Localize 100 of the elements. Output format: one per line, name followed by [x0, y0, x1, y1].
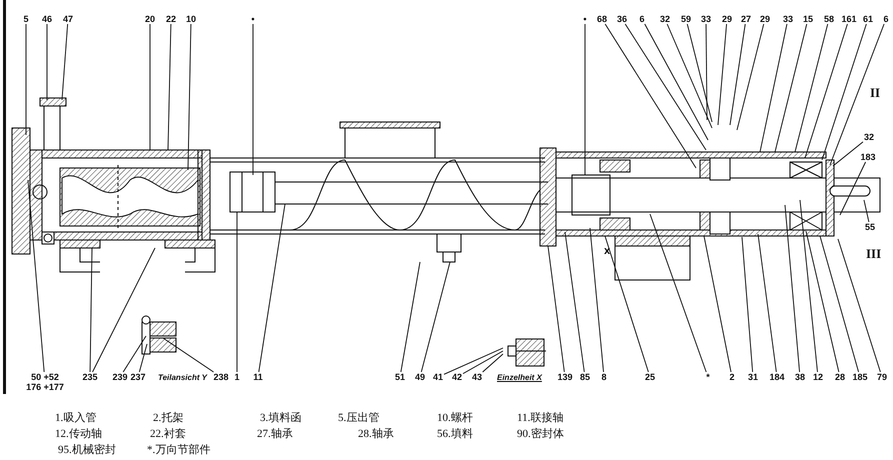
leader-line	[650, 214, 707, 372]
leader-line	[236, 212, 238, 372]
leader-line	[840, 162, 866, 216]
callout-number: 6	[882, 14, 890, 24]
leader-line	[138, 344, 148, 372]
leader-line	[168, 24, 172, 150]
callout-number: 27	[740, 14, 752, 24]
legend-text: 22.衬套	[150, 427, 186, 441]
callout-number: 28	[834, 372, 846, 382]
callout-number: 29	[721, 14, 733, 24]
section-mark: II	[870, 85, 880, 101]
legend-text: *.万向节部件	[147, 442, 210, 457]
callout-number: 36	[616, 14, 628, 24]
leader-line	[444, 348, 504, 375]
leader-line	[718, 24, 728, 126]
callout-number: 43	[471, 372, 483, 382]
leader-line	[774, 24, 808, 152]
leader-line	[462, 350, 504, 374]
leader-line	[604, 236, 649, 372]
view-caption: Teilansicht Y	[158, 373, 207, 382]
callout-number: 42	[451, 372, 463, 382]
section-mark: III	[866, 246, 882, 262]
leader-line	[864, 200, 870, 222]
callout-number: 1	[234, 372, 240, 382]
callout-number: 47	[62, 14, 74, 24]
leader-line	[800, 200, 818, 372]
callout-number: 32	[863, 132, 875, 142]
callout-number: 46	[41, 14, 53, 24]
leader-line	[758, 234, 777, 372]
legend-text: 2.托架	[153, 410, 184, 425]
leader-line	[838, 238, 881, 372]
leader-line	[706, 24, 708, 120]
callout-number: 185	[851, 372, 869, 382]
legend-text: 28.轴承	[358, 427, 394, 441]
callout-number: 33	[700, 14, 712, 24]
callout-number: 15	[802, 14, 814, 24]
legend-text: 90.密封体	[517, 426, 564, 441]
callout-number: 20	[144, 14, 156, 24]
leader-line	[400, 262, 420, 372]
callout-number: 235	[81, 372, 99, 382]
callout-number: 22	[165, 14, 177, 24]
callout-number: 58	[823, 14, 835, 24]
callout-number: 139	[556, 372, 574, 382]
leader-line	[804, 24, 848, 158]
leader-line	[258, 204, 286, 372]
legend-text: 3.填料函	[260, 411, 302, 425]
leader-line	[704, 236, 732, 372]
callout-number: 12	[812, 372, 824, 382]
callout-number: 32	[659, 14, 671, 24]
leader-line	[806, 230, 840, 372]
leader-line	[736, 24, 764, 130]
leader-line	[482, 354, 504, 372]
callout-number: 239	[111, 372, 129, 382]
legend-text: 5.压出管	[338, 411, 380, 425]
leader-line	[742, 236, 754, 372]
callout-number: 237	[129, 372, 147, 382]
leader-line	[28, 180, 45, 372]
leader-line	[666, 24, 712, 128]
callout-number: *	[705, 372, 711, 382]
callout-number: 10	[185, 14, 197, 24]
callout-number: 5	[22, 14, 30, 24]
callout-number: 6	[638, 14, 646, 24]
callout-number: 61	[862, 14, 874, 24]
callout-number: 49	[414, 372, 426, 382]
callout-number: 238	[212, 372, 230, 382]
legend-text: 12.传动轴	[55, 427, 102, 441]
leader-line	[822, 24, 867, 160]
leader-line	[730, 24, 746, 126]
callout-number: 59	[680, 14, 692, 24]
leader-line	[820, 236, 860, 372]
legend-text: 11.联接轴	[517, 410, 564, 425]
callout-number: •	[250, 14, 256, 24]
callout-number: 183	[859, 152, 877, 162]
callout-number: 31	[747, 372, 759, 382]
callout-number: 41	[432, 372, 444, 382]
callout-number: 161	[840, 14, 858, 24]
legend-text: 1.吸入管	[55, 411, 96, 425]
leader-line	[644, 24, 708, 140]
leader-line	[604, 24, 696, 168]
leader-line	[90, 248, 92, 372]
leader-line	[564, 232, 585, 372]
leader-line	[832, 141, 864, 166]
leader-line	[162, 338, 214, 372]
callout-number: 11	[252, 372, 264, 382]
leader-line	[830, 24, 885, 166]
view-caption: Einzelheit X	[497, 373, 542, 382]
legend-text: 56.填料	[437, 427, 473, 441]
callout-number: 79	[876, 372, 888, 382]
leader-line	[252, 24, 254, 176]
legend-text: 27.轴承	[257, 427, 293, 441]
callout-number: 51	[394, 372, 406, 382]
leader-line	[784, 204, 800, 372]
leader-line	[122, 336, 146, 372]
callout-number: •	[582, 14, 588, 24]
leader-line	[624, 24, 706, 150]
callout-number: 50 +52 176 +177	[24, 372, 66, 392]
leader-line	[548, 246, 565, 372]
leader-line	[760, 24, 788, 152]
legend-text: 95.机械密封	[58, 442, 116, 457]
callout-number: 29	[759, 14, 771, 24]
